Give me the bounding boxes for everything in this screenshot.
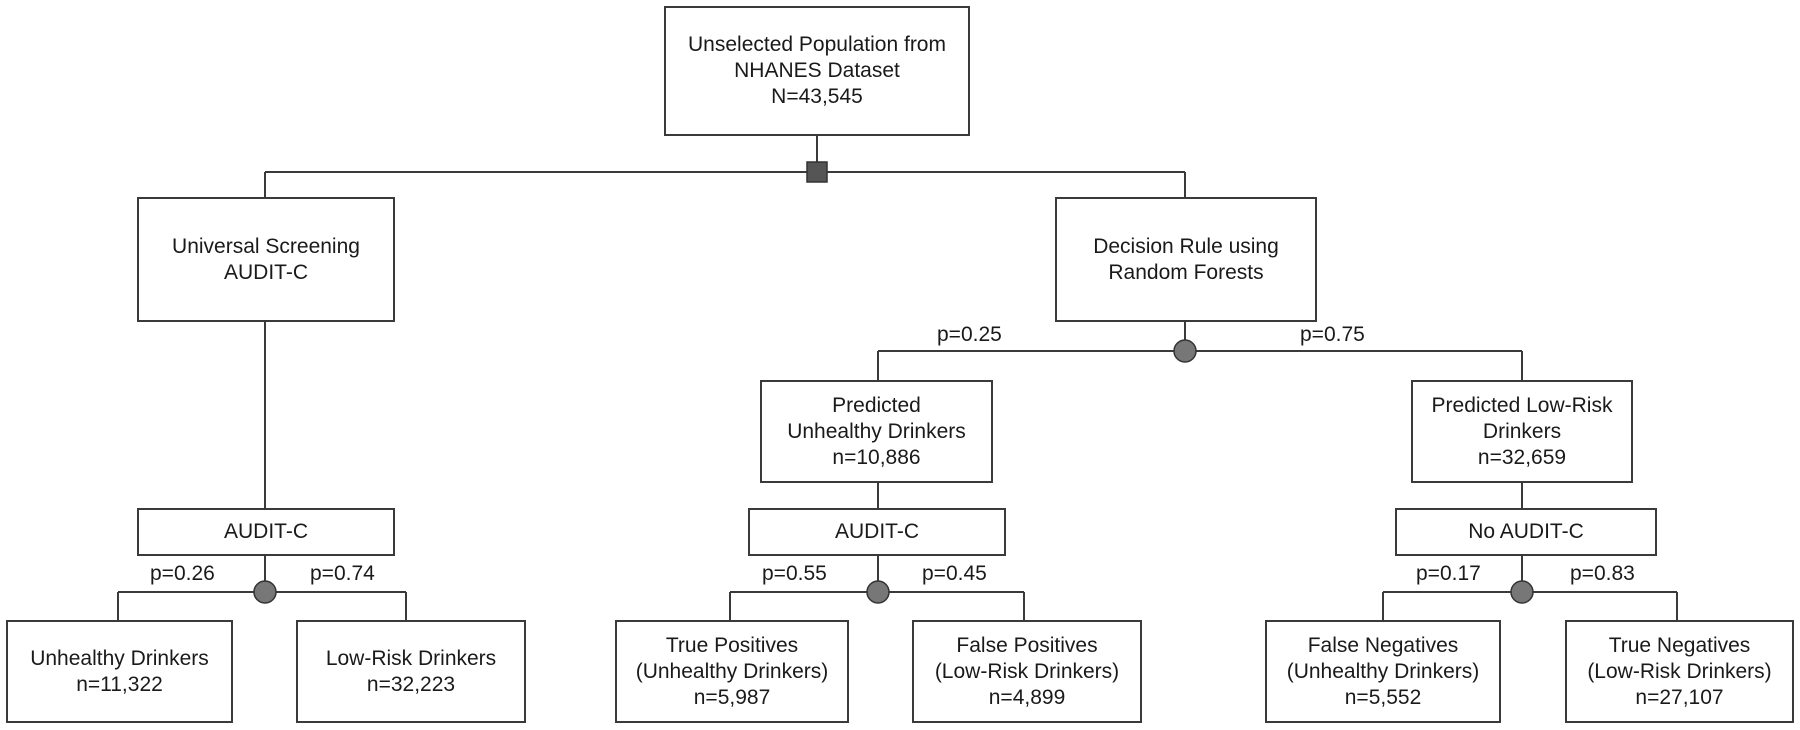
chance-node (1510, 580, 1534, 604)
predicted-unhealthy-count: n=10,886 (832, 445, 921, 469)
predicted-lowrisk-box: Predicted Low-Risk Drinkers n=32,659 (1411, 380, 1633, 483)
outcome-sublabel: (Unhealthy Drinkers) (1286, 659, 1480, 683)
audit-c-label: AUDIT-C (835, 520, 919, 543)
universal-screening-box: Universal Screening AUDIT-C (137, 197, 395, 322)
decision-rule-box: Decision Rule using Random Forests (1055, 197, 1317, 322)
outcome-label: Unhealthy Drinkers (30, 646, 209, 670)
predicted-lowrisk-count: n=32,659 (1477, 445, 1567, 469)
prob-label: p=0.25 (937, 323, 1002, 346)
outcome-low-risk-drinkers: Low-Risk Drinkers n=32,223 (296, 620, 526, 723)
prob-label: p=0.17 (1416, 562, 1481, 585)
prob-label: p=0.83 (1570, 562, 1635, 585)
outcome-label: True Negatives (1608, 633, 1751, 657)
predicted-unhealthy-box: Predicted Unhealthy Drinkers n=10,886 (760, 380, 993, 483)
root-count: N=43,545 (771, 85, 863, 108)
audit-c-test-box-left: AUDIT-C (137, 508, 395, 556)
decision-rule-line1: Decision Rule using (1093, 234, 1279, 258)
outcome-sublabel: (Low-Risk Drinkers) (1587, 659, 1772, 683)
outcome-count: n=4,899 (988, 685, 1066, 709)
universal-screening-line2: AUDIT-C (224, 260, 308, 284)
universal-screening-line1: Universal Screening (172, 234, 360, 258)
outcome-false-negatives: False Negatives (Unhealthy Drinkers) n=5… (1265, 620, 1501, 723)
decision-rule-line2: Random Forests (1108, 260, 1264, 284)
prob-label: p=0.45 (922, 562, 987, 585)
outcome-label: True Positives (665, 633, 799, 657)
outcome-label: False Negatives (1307, 633, 1459, 657)
predicted-unhealthy-line1: Predicted (832, 393, 921, 417)
no-audit-c-label: No AUDIT-C (1468, 520, 1584, 543)
root-line1: Unselected Population from (688, 33, 946, 56)
outcome-unhealthy-drinkers: Unhealthy Drinkers n=11,322 (6, 620, 233, 723)
outcome-sublabel: (Unhealthy Drinkers) (635, 659, 829, 683)
outcome-true-negatives: True Negatives (Low-Risk Drinkers) n=27,… (1565, 620, 1794, 723)
predicted-lowrisk-line2: Drinkers (1482, 419, 1562, 443)
decision-node (806, 161, 828, 183)
chance-node (1173, 339, 1197, 363)
chance-node (866, 580, 890, 604)
outcome-sublabel: (Low-Risk Drinkers) (934, 659, 1120, 683)
root-line2: NHANES Dataset (734, 59, 900, 82)
predicted-unhealthy-line2: Unhealthy Drinkers (787, 419, 966, 443)
no-audit-c-box: No AUDIT-C (1395, 508, 1657, 556)
outcome-label: Low-Risk Drinkers (325, 646, 497, 670)
outcome-count: n=11,322 (76, 672, 163, 696)
outcome-label: False Positives (956, 633, 1098, 657)
prob-label: p=0.75 (1300, 323, 1365, 346)
outcome-count: n=5,987 (693, 685, 771, 709)
outcome-count: n=5,552 (1344, 685, 1422, 709)
outcome-true-positives: True Positives (Unhealthy Drinkers) n=5,… (615, 620, 849, 723)
root-population-box: Unselected Population from NHANES Datase… (664, 6, 970, 136)
outcome-count: n=32,223 (366, 672, 456, 696)
outcome-count: n=27,107 (1635, 685, 1724, 709)
prob-label: p=0.55 (762, 562, 827, 585)
predicted-lowrisk-line1: Predicted Low-Risk (1431, 393, 1613, 417)
audit-c-label: AUDIT-C (224, 520, 308, 543)
outcome-false-positives: False Positives (Low-Risk Drinkers) n=4,… (912, 620, 1142, 723)
audit-c-test-box-middle: AUDIT-C (748, 508, 1006, 556)
prob-label: p=0.74 (310, 562, 375, 585)
chance-node (253, 580, 277, 604)
prob-label: p=0.26 (150, 562, 215, 585)
